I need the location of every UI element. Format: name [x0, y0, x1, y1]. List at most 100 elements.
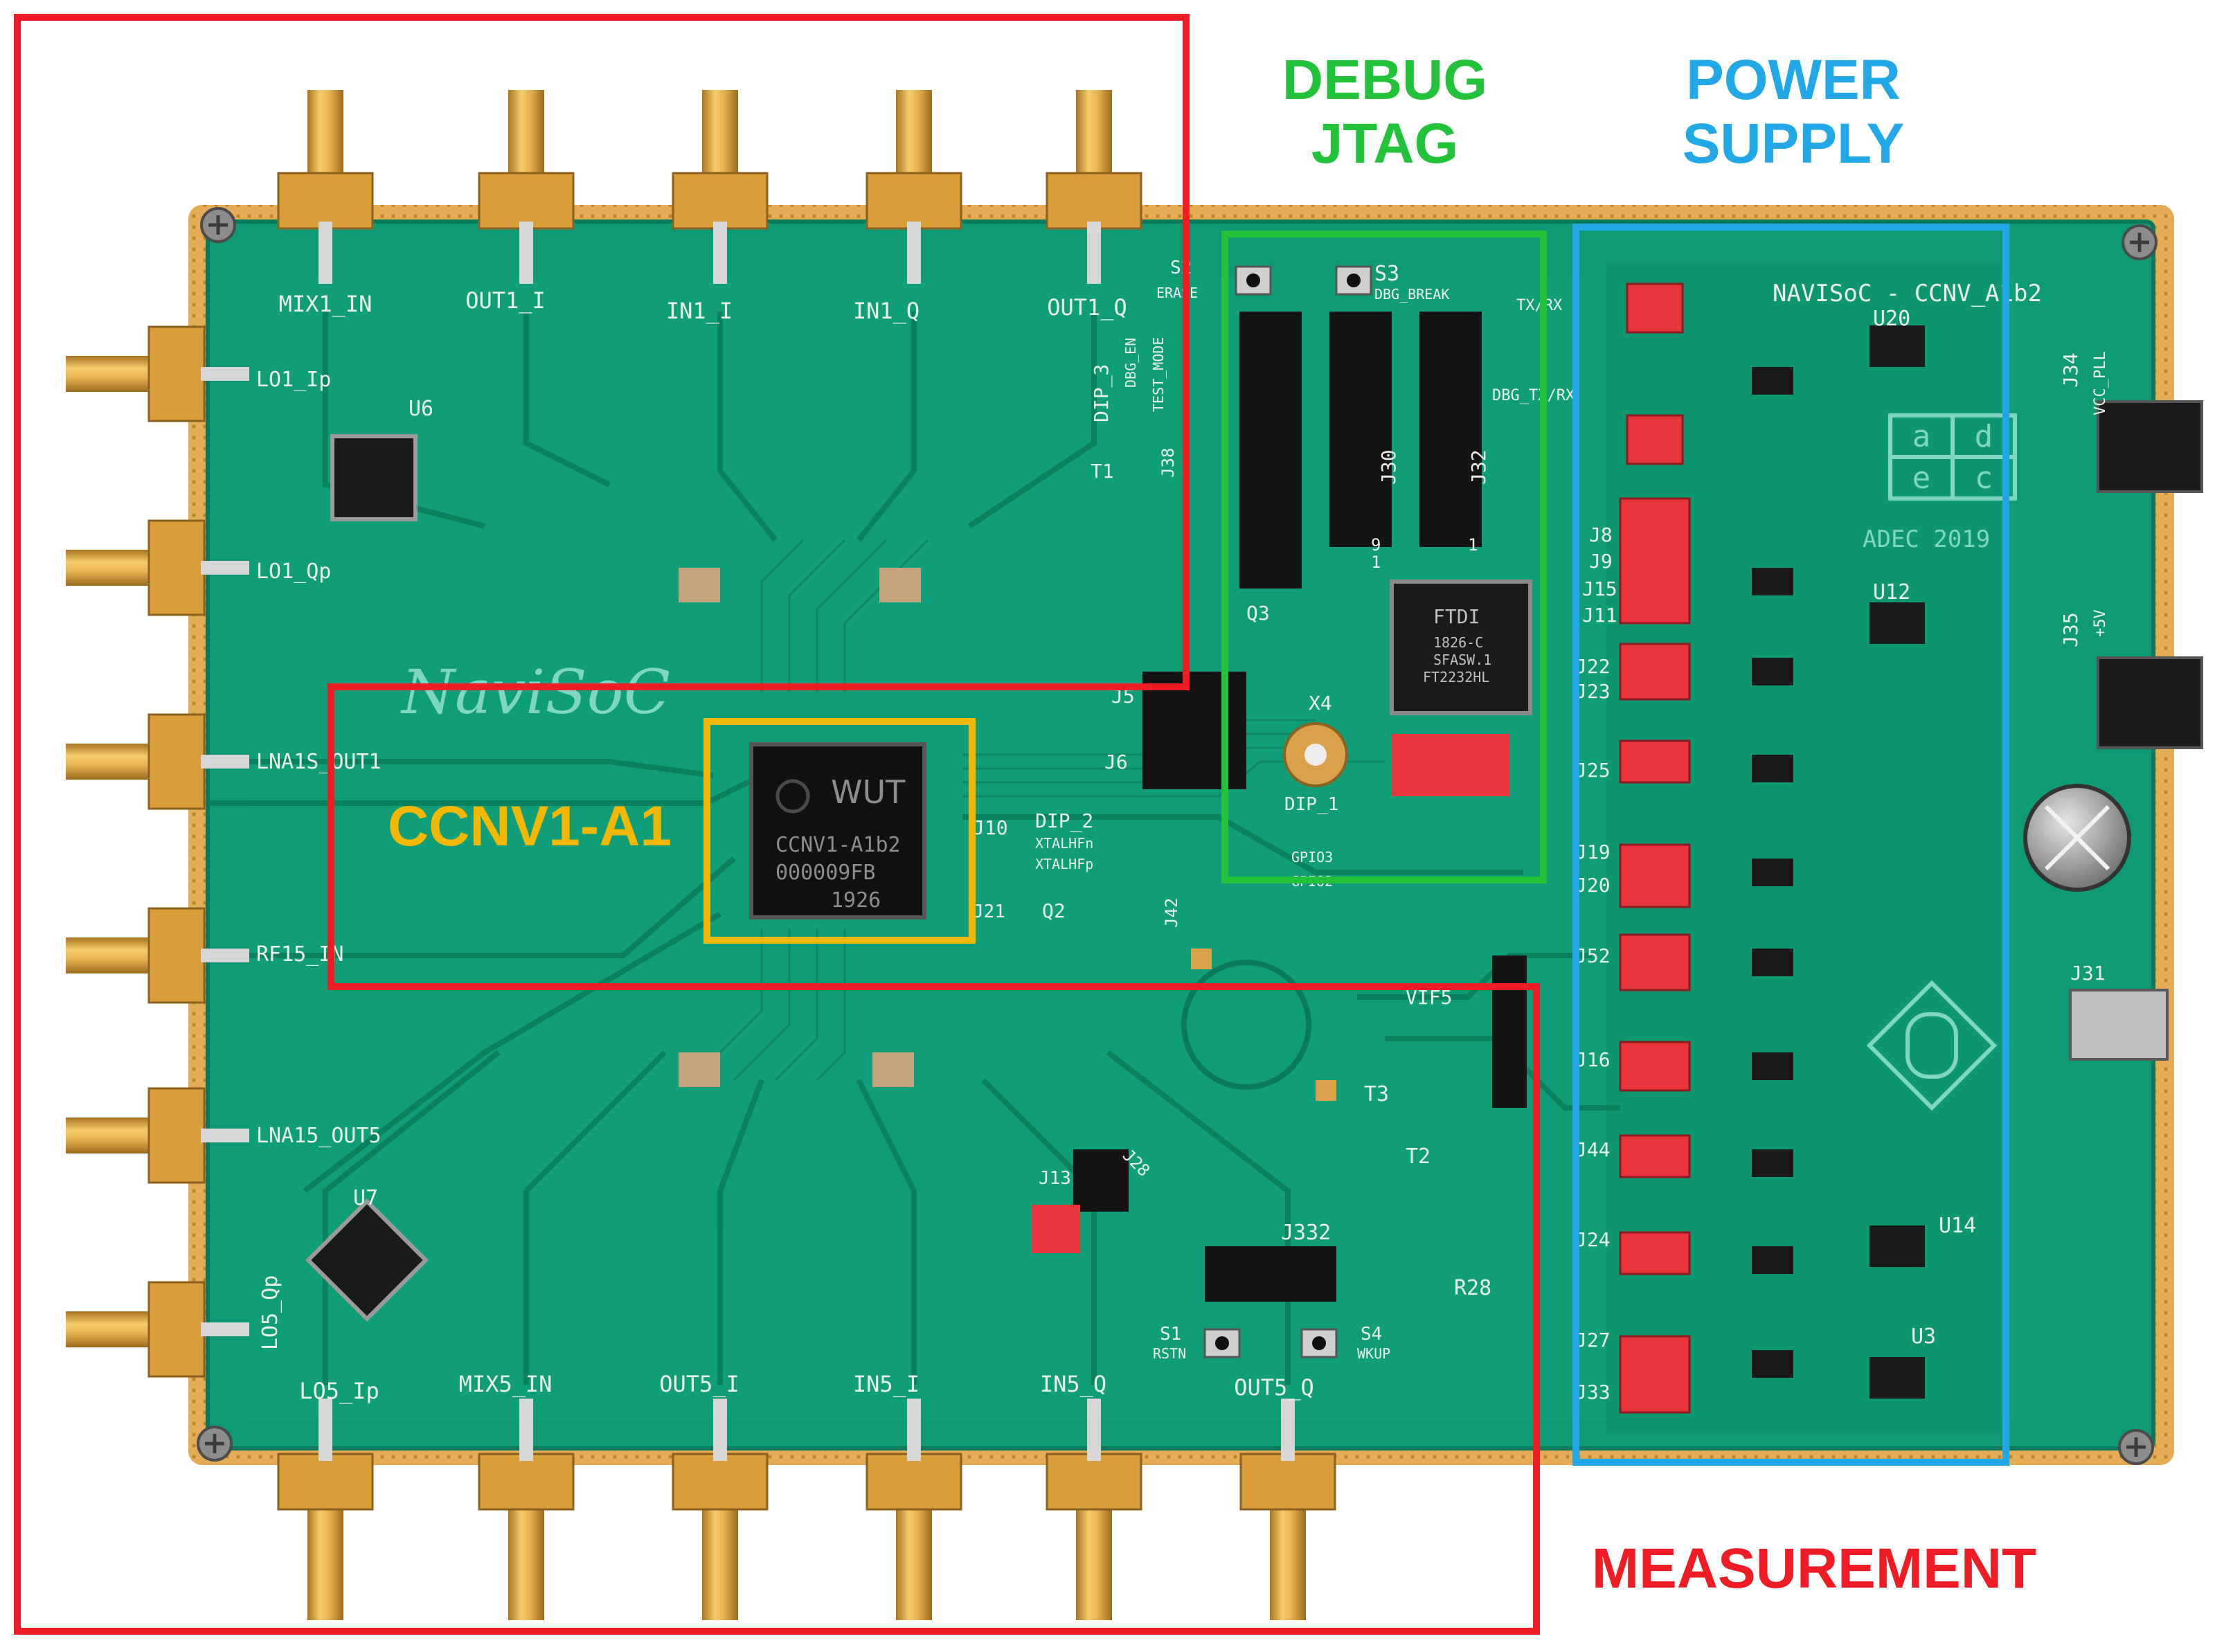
label-t1: T1 [1091, 460, 1114, 483]
power-region-box [1572, 224, 2009, 1466]
label-j6: J6 [1104, 751, 1128, 773]
label-s4-sub: WKUP [1357, 1345, 1390, 1362]
label-j27: J27 [1575, 1329, 1611, 1352]
label-rx-tx: TX/RX [1516, 297, 1563, 314]
label-j8: J8 [1589, 523, 1613, 546]
label-j38: J38 [1158, 448, 1178, 478]
sma-connectors-bottom [277, 1399, 1336, 1620]
label-out1-q: OUT1_Q [1047, 294, 1127, 321]
power-jumpers [1619, 282, 1691, 1414]
label-j10: J10 [973, 816, 1008, 839]
label-q3: Q3 [1246, 602, 1270, 625]
dc-jacks [2069, 400, 2203, 1061]
label-u14: U14 [1939, 1214, 1976, 1238]
silkscreen: MIX1_IN OUT1_I IN1_I IN1_Q OUT1_Q LO5_Ip… [256, 258, 2109, 1404]
label-out5-i: OUT5_I [659, 1371, 739, 1397]
label-j25: J25 [1575, 759, 1611, 782]
chip-mark-model: CCNV1-A1b2 [775, 833, 901, 857]
label-s3-sub: DBG_BREAK [1374, 286, 1449, 303]
label-j16: J16 [1575, 1048, 1611, 1071]
label-s1-sub: RSTN [1153, 1345, 1186, 1362]
ic-u7 [305, 1198, 429, 1322]
label-j332: J332 [1281, 1221, 1331, 1245]
adec-logo-d: d [1975, 419, 1993, 454]
chip-region-box [703, 718, 976, 944]
label-dip3: DIP_3 [1090, 364, 1113, 422]
measurement-label: MEASUREMENT [1591, 1537, 2037, 1600]
label-u12: U12 [1873, 580, 1910, 604]
ftdi-mark-2: SFASW.1 [1433, 652, 1491, 668]
board-title: NAVISoC - CCNV_A1b2 [1773, 280, 2042, 307]
label-j24: J24 [1575, 1228, 1611, 1251]
test-pads [679, 568, 1336, 1101]
debug-region-box [1221, 231, 1547, 883]
label-j22: J22 [1575, 655, 1611, 678]
label-j11: J11 [1582, 604, 1617, 627]
adec-logo-a: a [1912, 419, 1931, 454]
label-s3: S3 [1374, 262, 1399, 286]
label-t2: T2 [1406, 1144, 1431, 1169]
label-mix5-in: MIX5_IN [459, 1371, 553, 1397]
label-j35-sub: +5V [2092, 609, 2109, 637]
label-t3: T3 [1364, 1082, 1389, 1106]
mounting-screws [197, 207, 2158, 1465]
label-lo1-qp: LO1_Qp [256, 559, 331, 584]
label-j23: J23 [1575, 680, 1611, 703]
label-dip2: DIP_2 [1035, 809, 1093, 833]
tactile-buttons [1203, 265, 1372, 1358]
label-lna15-out5: LNA15_OUT5 [256, 1124, 382, 1148]
navisoc-logo: NaviSoC [400, 656, 670, 728]
label-x4: X4 [1309, 692, 1332, 715]
ftdi-mark-3: FT2232HL [1423, 669, 1489, 685]
label-out5-q: OUT5_Q [1234, 1374, 1314, 1401]
label-lo1-ip: LO1_Ip [256, 368, 331, 392]
adec-logo-c: c [1975, 460, 1993, 496]
label-gpio3: GPIO3 [1291, 849, 1333, 865]
adec-logo-graphic [1866, 413, 2017, 1111]
label-out1-i: OUT1_I [465, 287, 546, 314]
adec-logo-e: e [1912, 460, 1931, 496]
label-j32: J32 [1467, 449, 1490, 485]
ftdi-mark-brand: FTDI [1433, 605, 1480, 628]
chip-mark-date: 1926 [831, 888, 881, 913]
main-chip-ccnv1 [749, 742, 926, 919]
label-xtalhfp: XTALHFp [1035, 856, 1093, 872]
label-pin-9: 9 [1371, 535, 1381, 555]
adec-year: ADEC 2019 [1863, 526, 1990, 553]
label-j34: J34 [2059, 352, 2082, 388]
label-j44: J44 [1575, 1138, 1611, 1161]
electrolytic-capacitor [2023, 784, 2131, 892]
label-u6: U6 [409, 397, 433, 421]
label-u3: U3 [1911, 1325, 1936, 1349]
label-u20: U20 [1873, 307, 1910, 331]
label-j20: J20 [1575, 874, 1611, 897]
chip-label: CCNV1-A1 [387, 795, 672, 858]
label-j33: J33 [1575, 1381, 1611, 1403]
label-xtalhfn: XTALHFn [1035, 835, 1093, 852]
label-j30: J30 [1377, 449, 1400, 485]
label-dbg-tx: DBG_TX/RX [1492, 387, 1575, 404]
label-mix1-in: MIX1_IN [279, 291, 373, 317]
label-s1: S1 [1160, 1324, 1181, 1345]
label-j52: J52 [1575, 944, 1611, 967]
pcb-traces [208, 312, 1620, 1385]
power-supply-label: POWER SUPPLY [1682, 48, 1905, 175]
label-u7: U7 [353, 1186, 378, 1210]
label-j42: J42 [1162, 898, 1181, 928]
label-j21: J21 [973, 901, 1005, 922]
voltage-regulators [1752, 325, 1925, 1399]
label-q2: Q2 [1042, 899, 1066, 922]
label-test-mode: TEST_MODE [1150, 337, 1167, 412]
chip-mark-wut: WUT [831, 773, 906, 811]
label-in5-q: IN5_Q [1040, 1371, 1106, 1397]
label-j19: J19 [1575, 841, 1611, 863]
sma-connectors-left [66, 325, 249, 1378]
debug-jtag-label: DEBUG JTAG [1282, 48, 1488, 175]
label-dip3-sub: DBG_EN [1122, 338, 1139, 388]
annotation-boxes [14, 14, 2009, 1635]
bottom-pin-headers [1032, 955, 1527, 1302]
label-pin-1b: 1 [1468, 535, 1478, 555]
chip-mark-serial: 000009FB [775, 861, 876, 885]
